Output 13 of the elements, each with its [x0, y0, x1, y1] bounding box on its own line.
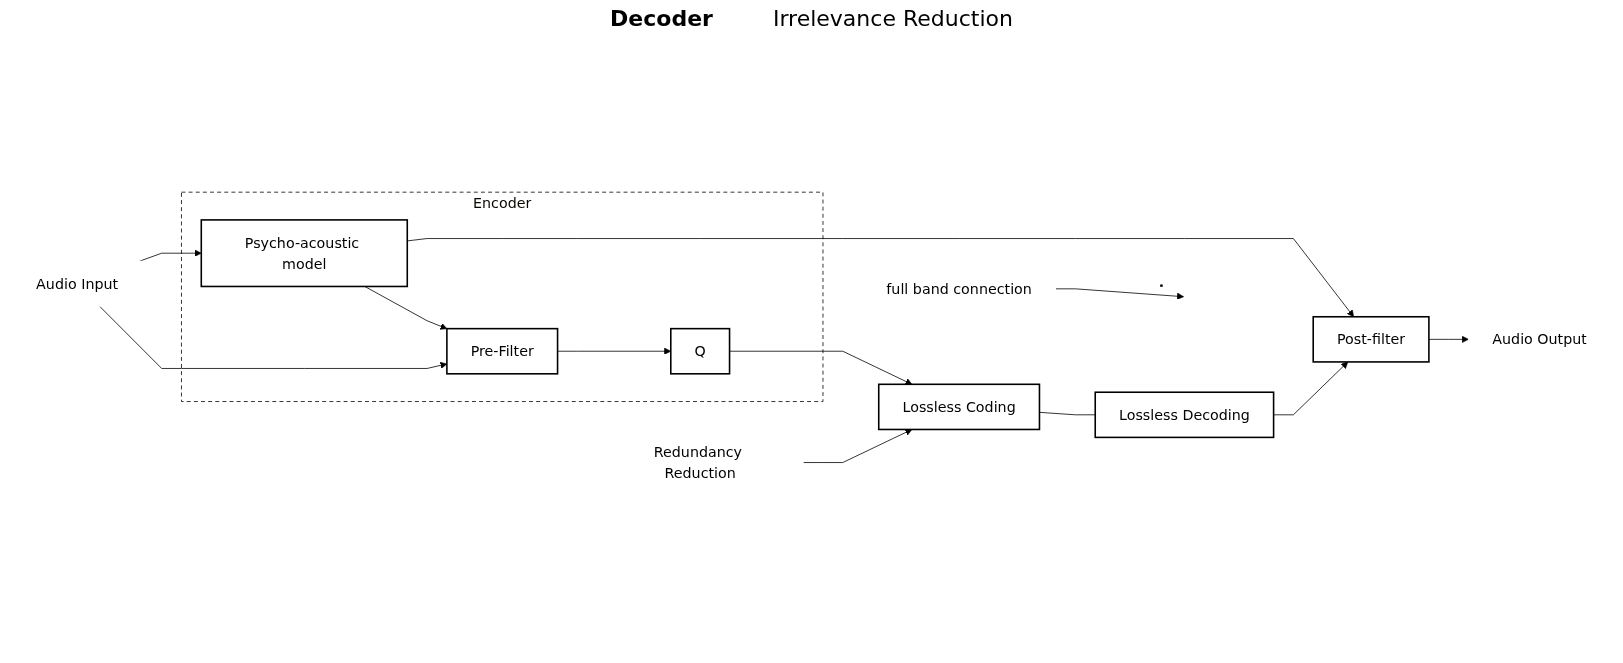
note-text: Irrelevance Reduction [772, 6, 1013, 31]
node-text: Audio Output [1492, 331, 1587, 348]
node-text: Redundancy Reduction [653, 443, 743, 482]
connector [1039, 411, 1096, 416]
node-box: Psycho-acoustic model [200, 219, 409, 288]
node-box: Lossless Coding [877, 383, 1041, 431]
node-box: Pre-Filter [446, 327, 559, 375]
node-text: Audio Input [36, 275, 119, 293]
node-box: Lossless Decoding [1094, 391, 1275, 439]
section-heading: Decoder [610, 6, 713, 31]
node-text: full band connection [886, 280, 1032, 298]
node-box: Q [670, 327, 731, 375]
node-box: Post-filter [1312, 315, 1430, 363]
